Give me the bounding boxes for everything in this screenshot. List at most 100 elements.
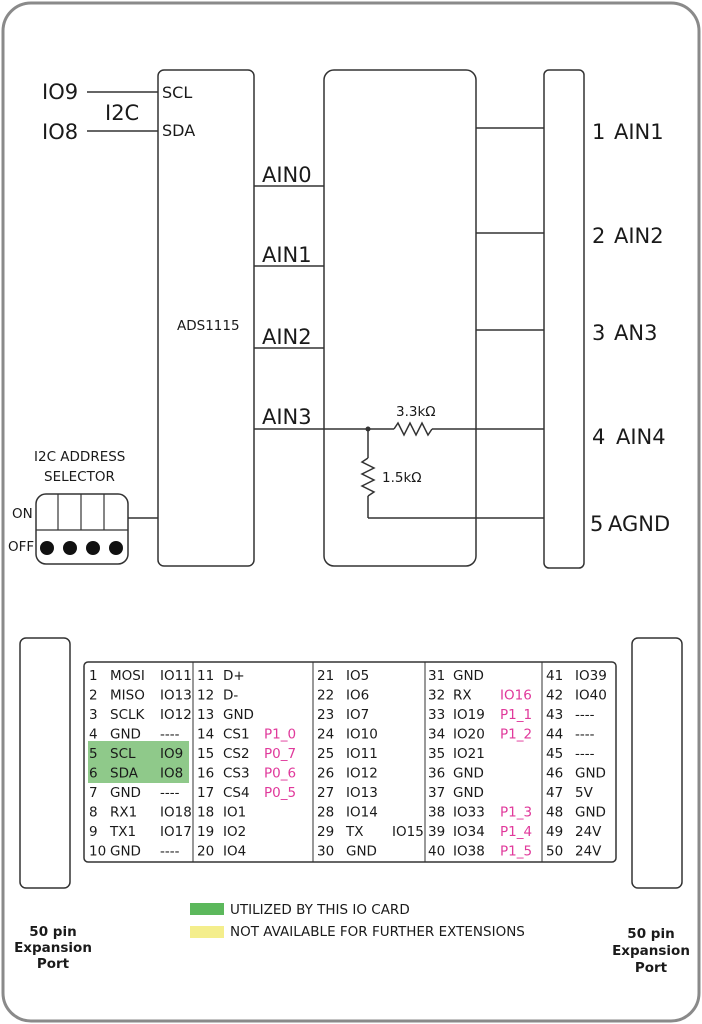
- pin-45-field-0: 45: [546, 746, 563, 762]
- pin-1-field-2: IO11: [160, 668, 192, 684]
- terminal-5-num: 5: [590, 512, 603, 536]
- pin-9-field-1: TX1: [109, 824, 136, 840]
- pin-20-field-1: IO4: [223, 844, 246, 860]
- pin-6-field-1: SDA: [110, 766, 139, 782]
- terminal-2-label: AIN2: [614, 224, 664, 248]
- pin-15-field-0: 15: [197, 746, 214, 762]
- pin-38-field-2: P1_3: [500, 805, 532, 821]
- pin-8-field-2: IO18: [160, 805, 192, 821]
- ain0-label: AIN0: [262, 163, 312, 187]
- pin-26-field-1: IO12: [346, 766, 378, 782]
- pin-31-field-0: 31: [428, 668, 445, 684]
- pin-22-field-1: IO6: [346, 688, 369, 704]
- resistor-3-3k: [393, 421, 433, 437]
- pin-33-field-0: 33: [428, 707, 445, 723]
- dip-switch[interactable]: [35, 493, 129, 565]
- terminal-3-label: AN3: [614, 321, 657, 345]
- pin-39-field-2: P1_4: [500, 824, 532, 840]
- io8-label: IO8: [42, 120, 78, 144]
- pin-35-field-0: 35: [428, 746, 445, 762]
- io9-label: IO9: [42, 80, 78, 104]
- pin-31-field-1: GND: [453, 668, 484, 684]
- legend-green-swatch: [190, 903, 224, 915]
- pin-26-field-0: 26: [317, 766, 334, 782]
- pin-21-field-1: IO5: [346, 668, 369, 684]
- r2-value: 1.5kΩ: [382, 470, 422, 486]
- pin-4-field-0: 4: [89, 727, 98, 743]
- sda-pin-label: SDA: [162, 121, 195, 140]
- selector-title-line1: I2C ADDRESS: [34, 449, 125, 465]
- dip-switch-2[interactable]: [63, 541, 77, 555]
- terminal-4-num: 4: [592, 425, 605, 449]
- pin-38-field-0: 38: [428, 805, 445, 821]
- pin-1-field-1: MOSI: [110, 668, 145, 684]
- pin-50-field-1: 24V: [575, 844, 602, 860]
- pin-44-field-1: ----: [575, 727, 595, 743]
- pin-28-field-1: IO14: [346, 805, 378, 821]
- pin-3-field-0: 3: [89, 707, 98, 723]
- pin-13-field-1: GND: [223, 707, 254, 723]
- pin-32-field-2: IO16: [500, 688, 532, 704]
- terminal-1-label: AIN1: [614, 120, 664, 144]
- pin-3-field-2: IO12: [160, 707, 192, 723]
- pin-32-field-0: 32: [428, 688, 445, 704]
- pin-16-field-0: 16: [197, 766, 214, 782]
- pin-14-field-1: CS1: [223, 727, 250, 743]
- pin-40-field-0: 40: [428, 844, 445, 860]
- terminal-5-label: AGND: [608, 512, 670, 536]
- i2c-label: I2C: [105, 101, 139, 125]
- dip-switch-3[interactable]: [86, 541, 100, 555]
- pin-37-field-0: 37: [428, 785, 445, 801]
- ain1-label: AIN1: [262, 243, 312, 267]
- pin-28-field-0: 28: [317, 805, 334, 821]
- pin-34-field-0: 34: [428, 727, 445, 743]
- legend-yellow-label: NOT AVAILABLE FOR FURTHER EXTENSIONS: [230, 924, 525, 940]
- pin-45-field-1: ----: [575, 746, 595, 762]
- pin-27-field-1: IO13: [346, 785, 378, 801]
- pin-8-field-0: 8: [89, 805, 98, 821]
- right-port-label-1: 50 pin: [627, 926, 674, 942]
- pin-14-field-0: 14: [197, 727, 214, 743]
- pin-7-field-2: ----: [160, 785, 180, 801]
- pin-29-field-2: IO15: [392, 824, 424, 840]
- pin-2-field-0: 2: [89, 688, 98, 704]
- terminal-1-num: 1: [592, 120, 605, 144]
- pin-42-field-1: IO40: [575, 688, 607, 704]
- pin-15-field-1: CS2: [223, 746, 250, 762]
- dip-switch-4[interactable]: [109, 541, 123, 555]
- legend-green-label: UTILIZED BY THIS IO CARD: [230, 902, 410, 918]
- pin-15-field-2: P0_7: [264, 746, 296, 762]
- pin-46-field-0: 46: [546, 766, 563, 782]
- pin-42-field-0: 42: [546, 688, 563, 704]
- pin-19-field-1: IO2: [223, 824, 246, 840]
- pin-29-field-0: 29: [317, 824, 334, 840]
- pin-17-field-0: 17: [197, 785, 214, 801]
- pin-48-field-0: 48: [546, 805, 563, 821]
- pin-21-field-0: 21: [317, 668, 334, 684]
- pin-33-field-1: IO19: [453, 707, 485, 723]
- pin-49-field-0: 49: [546, 824, 563, 840]
- right-expansion-port: [631, 637, 683, 889]
- pin-24-field-1: IO10: [346, 727, 378, 743]
- pin-39-field-1: IO34: [453, 824, 485, 840]
- pin-50-field-0: 50: [546, 844, 563, 860]
- pinout-table: [83, 661, 617, 863]
- ain3-label: AIN3: [262, 405, 312, 429]
- pin-4-field-1: GND: [110, 727, 141, 743]
- pin-49-field-1: 24V: [575, 824, 602, 840]
- r1-value: 3.3kΩ: [396, 404, 436, 420]
- left-port-label-1: 50 pin: [29, 924, 76, 940]
- selector-title-line2: SELECTOR: [44, 469, 115, 485]
- ain2-label: AIN2: [262, 325, 312, 349]
- pin-43-field-0: 43: [546, 707, 563, 723]
- legend-yellow-swatch: [190, 926, 224, 938]
- pin-40-field-1: IO38: [453, 844, 485, 860]
- pin-5-field-2: IO9: [160, 746, 183, 762]
- utilized-pins-highlight: [88, 741, 189, 783]
- pin-10-field-2: ----: [160, 844, 180, 860]
- pin-14-field-2: P1_0: [264, 727, 296, 743]
- pin-16-field-1: CS3: [223, 766, 250, 782]
- pin-40-field-2: P1_5: [500, 844, 532, 860]
- pin-24-field-0: 24: [317, 727, 334, 743]
- dip-switch-1[interactable]: [40, 541, 54, 555]
